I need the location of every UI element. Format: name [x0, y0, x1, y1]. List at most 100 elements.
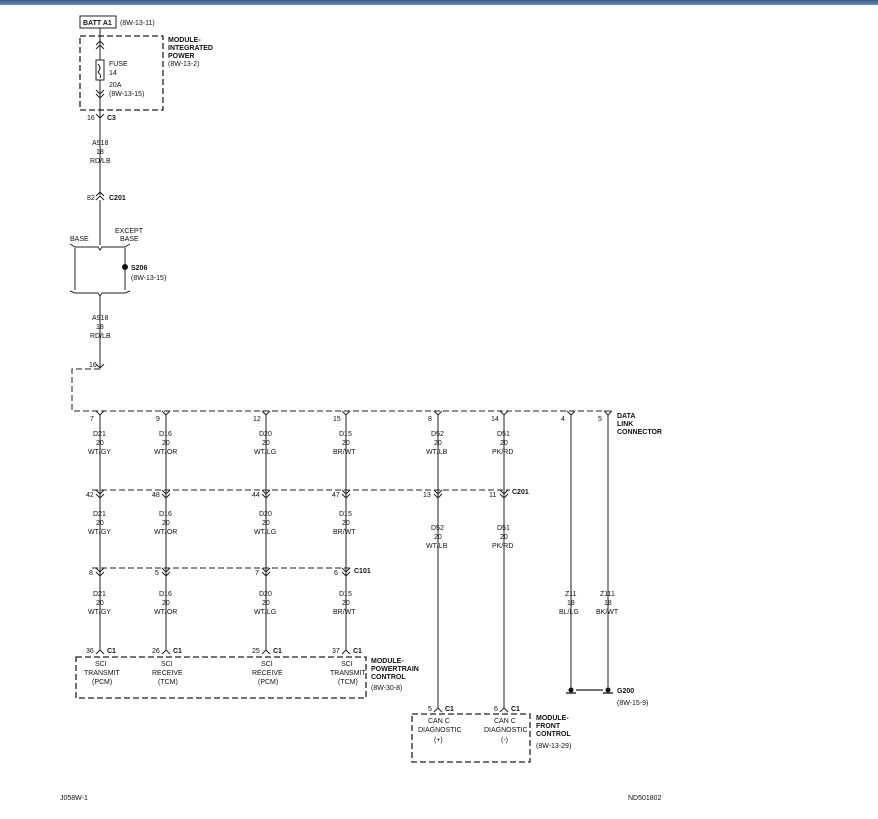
- dlc-title-1: DATA: [617, 413, 635, 420]
- wire-gauge: 20: [162, 600, 170, 607]
- wire-color: WT/OR: [154, 529, 177, 536]
- fcm-pin: 6: [494, 706, 498, 713]
- wire-color: BR/WT: [333, 609, 356, 616]
- pcm-signal: TRANSMIT: [84, 670, 121, 677]
- c201-label: C201: [512, 489, 529, 496]
- g200-ref: (8W-15-9): [617, 700, 648, 707]
- pcm-signal: SCI: [261, 661, 273, 668]
- fuse-number: 14: [109, 70, 117, 77]
- g200-ground-point-2: [605, 687, 611, 693]
- dlc-pin: 12: [253, 416, 261, 423]
- fcm-title-3: CONTROL: [536, 731, 571, 738]
- pcm-signals: SCI TRANSMIT (PCM) SCI RECEIVE (TCM) SCI…: [84, 661, 367, 686]
- dlc-pin: 7: [90, 416, 94, 423]
- batt-a1-label: BATT A1: [83, 20, 112, 27]
- fcm-title-1: MODULE-: [536, 715, 569, 722]
- except-base-label-1: EXCEPT: [115, 228, 144, 235]
- wire-gauge: 20: [262, 520, 270, 527]
- g200-ground-point-1: [568, 687, 574, 693]
- wire-code: D52: [431, 431, 444, 438]
- dlc-pin: 5: [598, 416, 602, 423]
- pcm-pin: 36: [86, 648, 94, 655]
- pcm-signal: SCI: [95, 661, 107, 668]
- pcm-conn-label: C1: [173, 648, 182, 655]
- wire-gauge: 20: [96, 440, 104, 447]
- a918-color-2: RD/LB: [90, 333, 111, 340]
- c201-pins: 42 48 44 47 13 11: [86, 489, 509, 499]
- c101-pin: 7: [255, 570, 259, 577]
- wire-code: D51: [497, 525, 510, 532]
- wire-color: WT/LB: [426, 449, 448, 456]
- wire-code: D20: [259, 591, 272, 598]
- pcm-conn-label: C1: [353, 648, 362, 655]
- wire-gauge: 20: [162, 520, 170, 527]
- window-top-bar: [0, 0, 878, 5]
- dlc-pins: 7 9 12 15 8 14 4 5: [90, 410, 613, 423]
- wire-code: D51: [497, 431, 510, 438]
- g200-label: G200: [617, 688, 634, 695]
- footer-left-code: J058W-1: [60, 795, 88, 802]
- wire-code: D16: [159, 591, 172, 598]
- s206-splice-dot: [122, 264, 128, 270]
- fuse-label: FUSE: [109, 61, 128, 68]
- dlc-pin: 14: [491, 416, 499, 423]
- c201-pin: 13: [423, 492, 431, 499]
- c3-label: C3: [107, 115, 116, 122]
- wire-labels-row2: D21 20 WT/GY D16 20 WT/OR D20 20 WT/LG D…: [88, 511, 513, 550]
- fcm-signal: (+): [434, 737, 443, 744]
- wire-color: WT/GY: [88, 609, 111, 616]
- wire-gauge: 20: [96, 520, 104, 527]
- wire-labels-row3: D21 20 WT/GY D16 20 WT/OR D20 20 WT/LG D…: [88, 591, 619, 616]
- wire-gauge: 18: [567, 600, 575, 607]
- wire-code: Z11: [565, 591, 577, 598]
- pcm-conn-label: C1: [107, 648, 116, 655]
- wire-color: WT/GY: [88, 529, 111, 536]
- fuse-ref: (8W-13-15): [109, 91, 144, 98]
- fcm-signal: DIAGNOSTIC: [484, 727, 528, 734]
- dlc-title-2: LINK: [617, 421, 633, 428]
- dlc-title-3: CONNECTOR: [617, 429, 662, 436]
- fcm-title-2: FRONT: [536, 723, 561, 730]
- a918-color-1: RD/LB: [90, 158, 111, 165]
- pcm-pin: 25: [252, 648, 260, 655]
- wire-code: D16: [159, 431, 172, 438]
- wire-gauge: 20: [500, 534, 508, 541]
- mip-title-3: POWER: [168, 53, 194, 60]
- base-label: BASE: [70, 236, 89, 243]
- fcm-signals: CAN C DIAGNOSTIC (+) CAN C DIAGNOSTIC (-…: [418, 718, 528, 744]
- wire-code: D15: [339, 591, 352, 598]
- pcm-signal: SCI: [161, 661, 173, 668]
- wire-color: BL/LG: [559, 609, 579, 616]
- a918-code-2: A918: [92, 315, 108, 322]
- pcm-signal: RECEIVE: [252, 670, 283, 677]
- wire-color: WT/LG: [254, 449, 276, 456]
- wire-gauge: 20: [262, 440, 270, 447]
- except-base-label-2: BASE: [120, 236, 139, 243]
- dlc-pin: 9: [156, 416, 160, 423]
- wire-color: BR/WT: [333, 449, 356, 456]
- wire-labels-row1: D21 20 WT/GY D16 20 WT/OR D20 20 WT/LG D…: [88, 431, 513, 456]
- wire-code: D21: [93, 591, 106, 598]
- wire-gauge: 20: [162, 440, 170, 447]
- c201-pin: 47: [332, 492, 340, 499]
- wire-gauge: 20: [434, 534, 442, 541]
- c201-pin: 11: [489, 492, 496, 499]
- c101-pin: 6: [334, 570, 338, 577]
- dlc-pin-16: 16: [89, 362, 97, 369]
- dlc-pin: 4: [561, 416, 565, 423]
- wire-code: D20: [259, 511, 272, 518]
- pcm-title-3: CONTROL: [371, 674, 406, 681]
- mip-title-2: INTEGRATED: [168, 45, 213, 52]
- wire-code: D20: [259, 431, 272, 438]
- pcm-signal: TRANSMIT: [330, 670, 367, 677]
- fuse-rating: 20A: [109, 82, 122, 89]
- wire-code: D16: [159, 511, 172, 518]
- fcm-conn-label: C1: [445, 706, 454, 713]
- wire-color: WT/LG: [254, 609, 276, 616]
- wire-color: WT/GY: [88, 449, 111, 456]
- s206-ref: (8W-13-15): [131, 275, 166, 282]
- wire-gauge: 20: [342, 600, 350, 607]
